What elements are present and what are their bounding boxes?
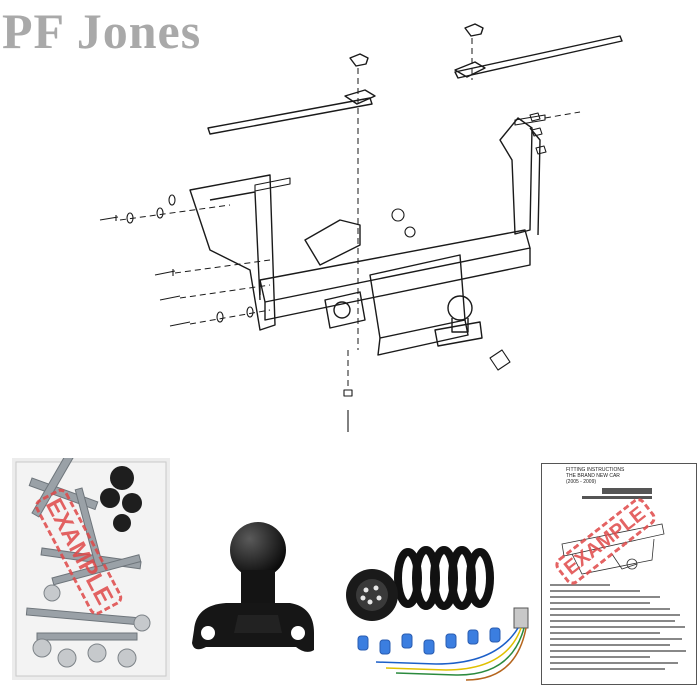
left-side-arm (189, 174, 276, 331)
instructions-title-line3: (2005 - 2009) (566, 479, 597, 485)
bolt-set-left (99, 114, 546, 432)
brand-logo: PF Jones (2, 3, 202, 59)
washers-nuts (126, 112, 547, 323)
diagram-socket-plate (324, 291, 366, 329)
top-clip-right (464, 23, 484, 37)
wiring-kit-photo (346, 540, 536, 690)
support-rod-left (207, 89, 376, 135)
top-clip-left (349, 53, 369, 67)
diagram-tow-ball (434, 295, 483, 347)
instructions-title: FITTING INSTRUCTIONS THE BRAND NEW CAR (… (566, 467, 624, 485)
fitting-instructions-sheet: FITTING INSTRUCTIONS THE BRAND NEW CAR (… (541, 463, 697, 685)
instructions-title-line1: FITTING INSTRUCTIONS (566, 467, 625, 473)
main-crossbar (259, 229, 531, 321)
instructions-title-line2: THE BRAND NEW CAR (566, 473, 620, 479)
fitting-kit-bag-photo: EXAMPLE (12, 458, 170, 680)
wiring-coil-icon (346, 546, 529, 681)
bolts-bag-icon (15, 458, 167, 677)
towbar-exploded-diagram (99, 23, 623, 432)
instructions-page-icon (550, 488, 686, 670)
support-rod-right (454, 35, 623, 79)
tow-ball-photo (186, 515, 318, 665)
right-side-arm (499, 117, 541, 236)
tow-ball-icon (192, 522, 314, 652)
center-mount-bracket (304, 219, 469, 356)
